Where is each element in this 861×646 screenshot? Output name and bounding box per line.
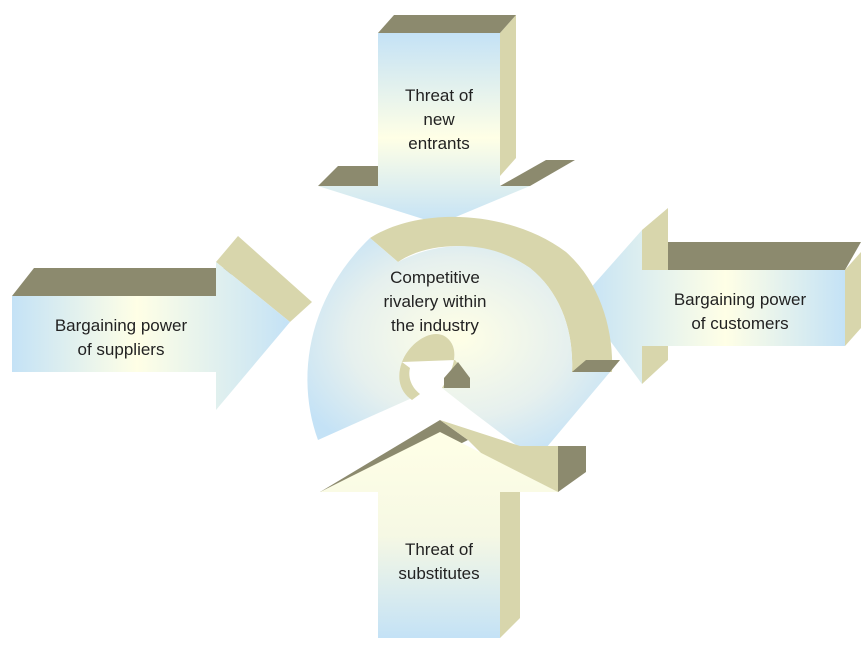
label-substitutes-line-1: Threat of	[404, 540, 474, 559]
label-rivalry: Competitive rivalery within the industry	[360, 266, 510, 338]
label-customers: Bargaining power of customers	[640, 288, 840, 336]
arrow-customers	[580, 208, 861, 384]
arrow-customers-top	[642, 242, 861, 270]
arrow-substitutes-side	[500, 472, 520, 638]
arrow-new-entrants-face	[318, 33, 530, 224]
rivalry-ring-face	[307, 238, 610, 460]
rivalry-ring-band	[370, 216, 613, 372]
label-new-entrants: Threat of new entrants	[378, 84, 500, 156]
label-substitutes: Threat of substitutes	[378, 538, 500, 586]
label-customers-line-1: Bargaining power	[673, 290, 807, 309]
arrow-substitutes	[320, 420, 586, 638]
label-new-entrants-line-3: entrants	[408, 134, 470, 153]
label-new-entrants-line-1: Threat of	[404, 86, 474, 105]
label-rivalry-line-2: rivalery within	[383, 292, 487, 311]
arrow-substitutes-head-right	[440, 420, 586, 492]
label-rivalry-line-3: the industry	[391, 316, 479, 335]
arrow-substitutes-face	[320, 432, 558, 638]
arrow-customers-face	[580, 230, 845, 384]
rivalry-head-top	[572, 360, 620, 372]
label-substitutes-line-2: substitutes	[398, 564, 480, 583]
rivalry-inner-dark	[444, 362, 470, 388]
rivalry-inner-side	[399, 362, 420, 400]
arrow-suppliers-top	[12, 268, 236, 296]
label-new-entrants-line-2: new	[423, 110, 455, 129]
arrow-new-entrants-head-right	[500, 160, 575, 186]
arrow-new-entrants	[318, 15, 575, 224]
arrow-rivalry	[307, 216, 620, 460]
label-suppliers-line-2: of suppliers	[77, 340, 165, 359]
label-rivalry-line-1: Competitive	[390, 268, 480, 287]
label-customers-line-2: of customers	[691, 314, 789, 333]
arrow-suppliers-face	[12, 262, 290, 410]
label-suppliers-line-1: Bargaining power	[54, 316, 188, 335]
label-suppliers: Bargaining power of suppliers	[26, 314, 216, 362]
arrow-substitutes-head-side	[558, 446, 586, 492]
arrow-new-entrants-head-left	[318, 166, 378, 186]
arrow-new-entrants-top	[378, 15, 516, 33]
arrow-new-entrants-side	[500, 15, 516, 176]
arrow-suppliers-head-top	[216, 236, 312, 322]
arrow-suppliers	[12, 236, 312, 410]
arrow-customers-side	[845, 252, 861, 346]
